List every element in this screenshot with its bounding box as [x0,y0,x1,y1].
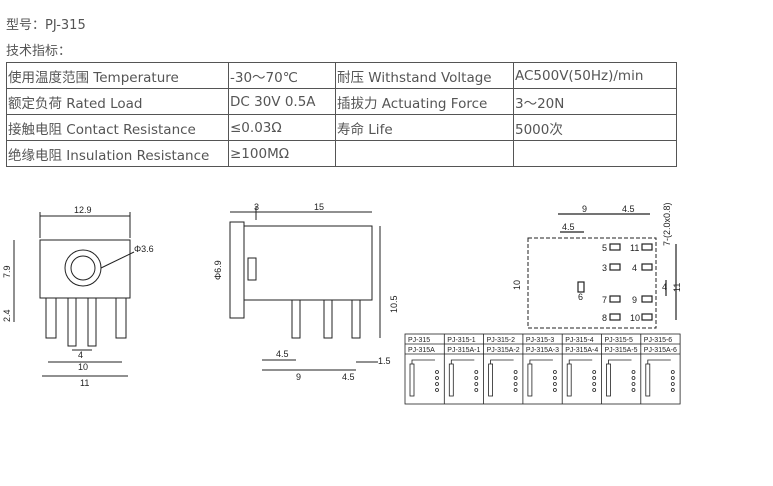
variant-label: PJ-315-4 [565,337,594,344]
fp-h3: 11 [672,283,682,292]
dim-height: 7.9 [2,265,12,278]
model-label: 型号：PJ-315 [6,18,86,33]
pin-number: 4 [632,263,637,273]
schematic-symbol [606,363,611,397]
dim-h: 10.5 [389,295,399,313]
spec-cell: 使用温度范围 Temperature [6,62,229,89]
dim-p1: 4.5 [276,349,289,359]
pin-number: 8 [602,313,607,323]
spec-cell: ≥100MΩ [228,140,336,167]
variant-label: PJ-315-3 [526,337,555,344]
fp-w3: 4.5 [562,222,575,232]
variant-label: PJ-315-2 [487,337,516,344]
variant-label: PJ-315A-6 [644,347,677,354]
variant-label: PJ-315-6 [644,337,673,344]
dim-dia: Φ6.9 [213,260,223,280]
schematic-symbol [527,363,533,397]
spec-row: 绝缘电阻 Insulation Resistance≥100MΩ [6,140,677,167]
spec-cell: 接触电阻 Contact Resistance [6,114,229,141]
dim-width: 12.9 [74,205,92,215]
variant-label: PJ-315A-5 [605,347,638,354]
dim-p2: 9 [296,372,301,382]
variant-label: PJ-315A [408,347,435,354]
footprint-drawing [527,237,657,329]
pin-number: 11 [630,243,639,253]
dim-p4: 1.5 [378,356,391,366]
spec-cell: 绝缘电阻 Insulation Resistance [6,140,229,167]
dim-span1: 10 [78,362,88,372]
dim-d2: 15 [314,202,324,212]
variant-label: PJ-315A-2 [487,347,520,354]
schematic-symbol [409,363,415,397]
spec-cell: AC500V(50Hz)/min [513,62,677,89]
schematic-symbol [448,363,454,397]
fp-w2: 4.5 [622,204,635,214]
side-view-drawing [229,206,381,371]
footprint-pads [558,213,677,321]
spec-cell [513,140,677,167]
variant-label: PJ-315 [408,337,430,344]
variants-table: PJ-315PJ-315APJ-315-1PJ-315A-1PJ-315-2PJ… [404,333,681,405]
spec-cell: ≤0.03Ω [228,114,336,141]
pin-number: 9 [632,295,637,305]
dim-hole: Φ3.6 [134,244,154,254]
schematic-symbol [566,363,572,397]
pin-number: 5 [602,243,607,253]
variant-label: PJ-315A-1 [447,347,480,354]
dim-d1: 3 [254,202,259,212]
dim-p3: 4.5 [342,372,355,382]
spec-cell: 额定负荷 Rated Load [6,88,229,115]
fp-holes: 7-(2.0x0.8) [662,202,672,246]
pin-number: 7 [602,295,607,305]
pin-number: 3 [602,263,607,273]
spec-cell: 插拔力 Actuating Force [335,88,514,115]
variant-label: PJ-315A-3 [526,347,559,354]
variant-label: PJ-315-5 [605,337,634,344]
pin-number: 10 [630,313,640,323]
spec-cell: 耐压 Withstand Voltage [335,62,514,89]
spec-cell: 3～20N [513,88,677,115]
variants-border [404,333,681,405]
schematic-symbol [645,363,651,397]
fp-w1: 9 [582,204,587,214]
variant-label: PJ-315-1 [447,337,476,344]
fp-h1: 10 [512,280,522,290]
front-view-drawing [13,212,135,377]
pin-number: 6 [578,292,583,302]
dim-pin: 2.4 [2,309,12,322]
spec-cell [335,140,514,167]
spec-cell: DC 30V 0.5A [228,88,336,115]
spec-label: 技术指标： [6,44,72,59]
dim-pitch: 4 [78,350,83,360]
variant-label: PJ-315A-4 [565,347,598,354]
schematic-symbol [488,363,494,397]
fp-h2: 4 [662,282,667,292]
dim-span2: 11 [80,378,89,388]
